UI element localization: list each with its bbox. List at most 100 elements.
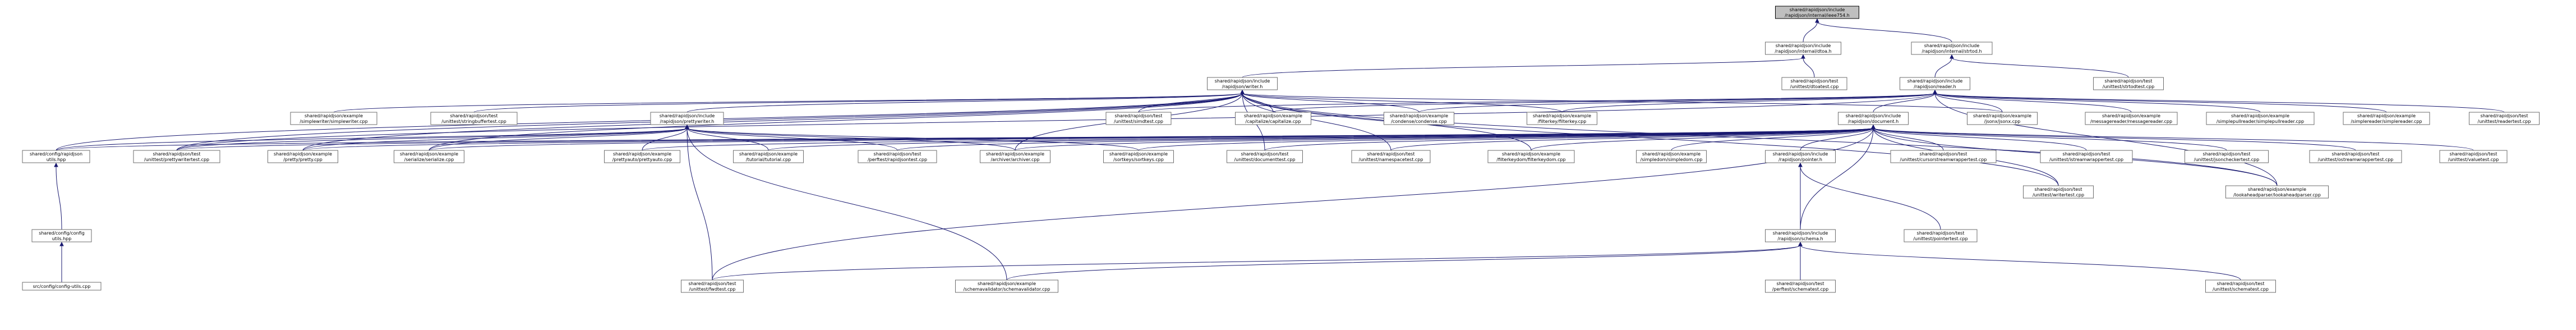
node-box [2040, 150, 2133, 163]
node-readertest[interactable]: shared/rapidjson/test/unittest/readertes… [2469, 112, 2540, 125]
node-tutorial[interactable]: shared/rapidjson/example/tutorial/tutori… [733, 150, 804, 163]
node-prettywritertest[interactable]: shared/rapidjson/test/unittest/prettywri… [133, 150, 220, 163]
node-messagereader[interactable]: shared/rapidjson/example/messagereader/m… [2085, 112, 2178, 125]
node-simplereader[interactable]: shared/rapidjson/example/simplereader/si… [2343, 112, 2430, 125]
node-capitalize[interactable]: shared/rapidjson/example/capitalize/capi… [1235, 112, 1311, 125]
node-simplewriter[interactable]: shared/rapidjson/example/simplewriter/si… [290, 112, 377, 125]
node-label-line: shared/rapidjson/include [1924, 43, 1980, 48]
node-simplepullreader[interactable]: shared/rapidjson/example/simplepullreade… [2206, 112, 2315, 125]
node-serialize[interactable]: shared/rapidjson/example/serialize/seria… [394, 150, 464, 163]
node-strtod[interactable]: shared/rapidjson/include/rapidjson/inter… [1911, 42, 1993, 55]
edge-configutils-to-configjsonutils [54, 162, 62, 230]
node-valuetest[interactable]: shared/rapidjson/test/unittest/valuetest… [2439, 150, 2508, 163]
node-dtoa[interactable]: shared/rapidjson/include/rapidjson/inter… [1765, 42, 1841, 55]
node-namespacetest[interactable]: shared/rapidjson/test/unittest/namespace… [1351, 150, 1431, 163]
edge-istreamwrapper-to-document [1871, 124, 2087, 151]
node-writertest[interactable]: shared/rapidjson/test/unittest/writertes… [2023, 185, 2094, 199]
node-simpledom[interactable]: shared/rapidjson/example/simpledom/simpl… [1636, 150, 1707, 163]
node-box [394, 150, 464, 163]
edge-line [1015, 127, 1874, 151]
node-perfrapidjsontest[interactable]: shared/rapidjson/test/perftest/rapidjson… [858, 150, 937, 163]
node-prettyauto[interactable]: shared/rapidjson/example/prettyauto/pret… [604, 150, 680, 163]
node-jsoncheckertest[interactable]: shared/rapidjson/test/unittest/jsoncheck… [2185, 150, 2269, 163]
node-condense[interactable]: shared/rapidjson/example/condense/conden… [1384, 112, 1454, 125]
edge-line [1242, 93, 2278, 186]
node-strtodtest[interactable]: shared/rapidjson/test/unittest/strtodtes… [2093, 77, 2164, 90]
node-label-line: /simplereader/simplereader.cpp [2351, 119, 2422, 124]
node-stringbuffertest[interactable]: shared/rapidjson/test/unittest/stringbuf… [430, 112, 518, 125]
node-perfschematest[interactable]: shared/rapidjson/test/perftest/schemates… [1765, 279, 1836, 293]
node-label-line: /unittest/readertest.cpp [2478, 119, 2531, 124]
node-box [1900, 77, 1970, 90]
node-label-line: shared/config/rapidjson [30, 152, 82, 157]
node-simdtest[interactable]: shared/rapidjson/test/unittest/simdtest.… [1105, 112, 1172, 125]
edge-line [1531, 127, 1874, 151]
edge-line [1138, 127, 1874, 151]
node-label-line: /messagereader/messagereader.cpp [2090, 119, 2172, 124]
edge-jsonx-to-reader [1933, 89, 2003, 113]
node-documenttest[interactable]: shared/rapidjson/test/unittest/documentt… [1227, 150, 1303, 163]
edge-schematest-to-schema [1798, 241, 2241, 281]
node-label-line: shared/rapidjson/test [1920, 152, 1967, 157]
edge-line [56, 93, 1243, 151]
edge-line [1800, 127, 1874, 230]
node-box [2225, 185, 2329, 199]
node-reader[interactable]: shared/rapidjson/include/rapidjson/reade… [1900, 77, 1970, 90]
node-label-line: shared/rapidjson/test [1791, 79, 1838, 84]
edge-readertest-to-reader [1933, 89, 2505, 113]
edge-tutorial-to-prettywriter [685, 124, 769, 151]
node-box [681, 279, 744, 293]
node-label-line: shared/rapidjson/include [660, 113, 715, 118]
node-label-line: shared/rapidjson/example [2248, 187, 2306, 192]
node-istreamwrapper[interactable]: shared/rapidjson/test/unittest/istreamwr… [2040, 150, 2133, 163]
edge-arrowhead [1798, 241, 1803, 246]
edge-line [1800, 127, 1874, 151]
node-box [1781, 77, 1847, 90]
node-schema[interactable]: shared/rapidjson/include/rapidjson/schem… [1765, 229, 1836, 242]
node-dtoatest[interactable]: shared/rapidjson/test/unittest/dtoatest.… [1781, 77, 1847, 90]
node-filterkeydom[interactable]: shared/rapidjson/example/filterkeydom/fi… [1487, 150, 1575, 163]
edge-line [686, 93, 1243, 113]
edge-line [1242, 93, 1563, 113]
node-writer[interactable]: shared/rapidjson/include/rapidjson/write… [1207, 77, 1278, 90]
node-pretty[interactable]: shared/rapidjson/example/pretty/pretty.c… [268, 150, 338, 163]
node-label-line: /condense/condense.cpp [1391, 119, 1447, 124]
node-label-line: /jsonx/jsonx.cpp [1984, 119, 2021, 124]
node-box [1765, 42, 1841, 55]
node-box [22, 282, 102, 291]
node-schematest[interactable]: shared/rapidjson/test/unittest/schemates… [2205, 279, 2276, 293]
node-configutilscpp[interactable]: src/config/config-utils.cpp [22, 282, 102, 291]
edge-arrowhead [1933, 89, 1937, 94]
node-label-line: /unittest/simdtest.cpp [1114, 119, 1163, 124]
node-label-line: /rapidjson/schema.h [1777, 236, 1823, 241]
node-label-line: /unittest/fwdtest.cpp [689, 287, 735, 292]
edge-line [56, 166, 62, 230]
edge-arrowhead [1240, 89, 1245, 94]
node-pointer[interactable]: shared/rapidjson/include/rapidjson/point… [1765, 150, 1836, 163]
node-sortkeys[interactable]: shared/rapidjson/example/sortkeys/sortke… [1103, 150, 1174, 163]
node-prettywriter[interactable]: shared/rapidjson/include/rapidjson/prett… [650, 112, 724, 125]
node-pointertest[interactable]: shared/rapidjson/test/unittest/pointerte… [1904, 229, 1978, 242]
edge-configutilscpp-to-configutils [59, 241, 64, 282]
node-archiver[interactable]: shared/rapidjson/example/archiver/archiv… [980, 150, 1050, 163]
node-box [1890, 150, 1997, 163]
edge-line [1873, 127, 1944, 151]
node-label-line: shared/rapidjson/include [1790, 7, 1845, 12]
edge-simdtest-to-reader [1138, 89, 1937, 113]
node-label-line: /unittest/namespacetest.cpp [1359, 157, 1423, 162]
node-fwdtest[interactable]: shared/rapidjson/test/unittest/fwdtest.c… [681, 279, 744, 293]
edge-line [1934, 93, 2387, 113]
node-filterkey[interactable]: shared/rapidjson/example/filterkey/filte… [1527, 112, 1597, 125]
node-box [430, 112, 518, 125]
node-jsonx[interactable]: shared/rapidjson/example/jsonx/jsonx.cpp [1967, 112, 2038, 125]
edge-line [1873, 93, 1936, 113]
node-box [2206, 112, 2315, 125]
node-schemavalidator[interactable]: shared/rapidjson/example/schemavalidator… [955, 279, 1058, 293]
node-cursorstreamwrapper[interactable]: shared/rapidjson/test/unittest/cursorstr… [1890, 150, 1997, 163]
node-label-line: shared/rapidjson/test [2035, 187, 2082, 192]
node-lookaheadparser[interactable]: shared/rapidjson/example/lookaheadparser… [2225, 185, 2329, 199]
node-document[interactable]: shared/rapidjson/include/rapidjson/docum… [1838, 112, 1909, 125]
node-ostreamwrapper[interactable]: shared/rapidjson/test/unittest/ostreamwr… [2309, 150, 2402, 163]
